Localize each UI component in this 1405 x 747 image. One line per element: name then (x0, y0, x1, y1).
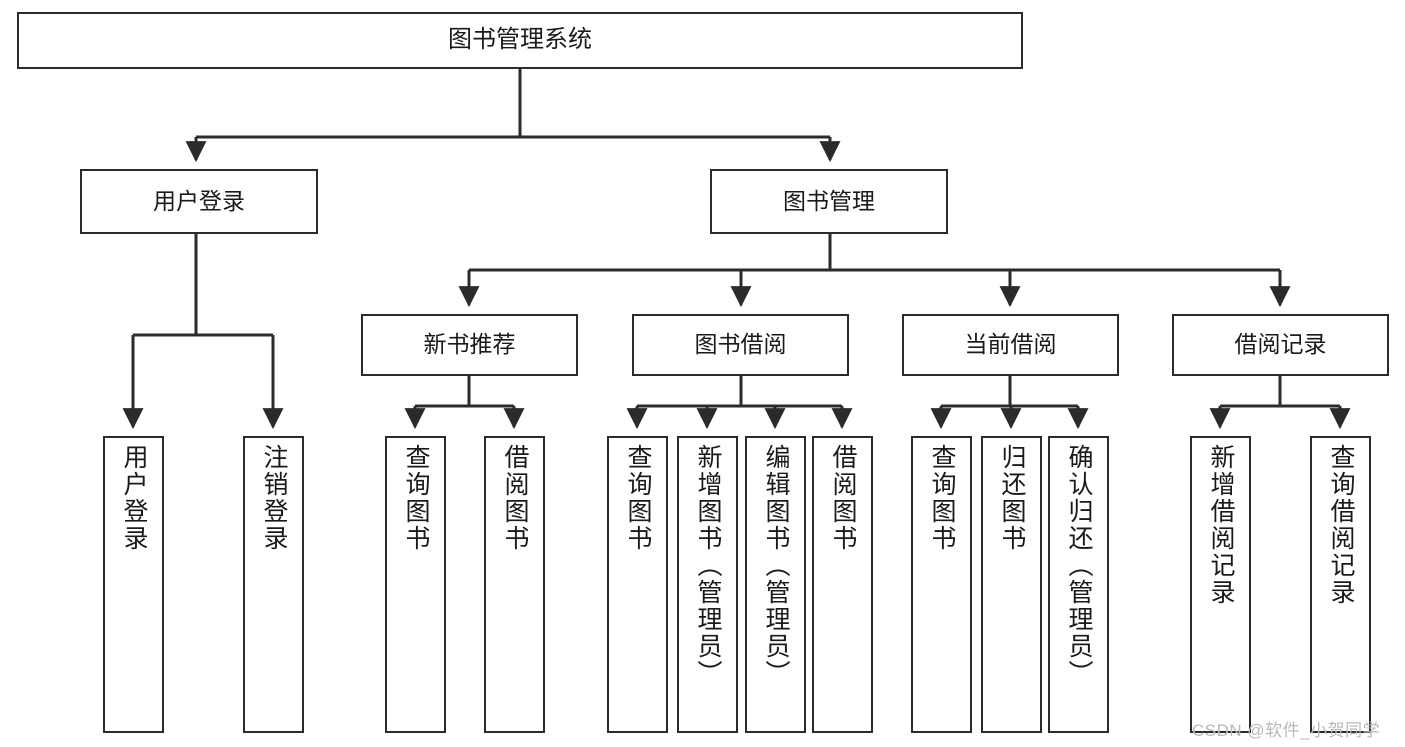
node-level3-borrow-records[interactable]: 借阅记录 (1172, 314, 1389, 376)
node-leaf-query-borrow-record-label: 查询借阅记录 (1327, 444, 1355, 606)
node-root[interactable]: 图书管理系统 (17, 12, 1023, 69)
node-level3-book-borrow[interactable]: 图书借阅 (632, 314, 849, 376)
node-level2-book-management[interactable]: 图书管理 (710, 169, 948, 234)
node-leaf-query-books-borrow[interactable]: 查询图书 (607, 436, 668, 733)
node-leaf-borrow-books-label: 借阅图书 (829, 444, 857, 552)
node-leaf-user-login-label: 用户登录 (120, 444, 148, 552)
node-leaf-borrow-books[interactable]: 借阅图书 (812, 436, 873, 733)
node-leaf-add-borrow-record[interactable]: 新增借阅记录 (1190, 436, 1251, 733)
node-leaf-add-book-admin-label: 新增图书（管理员） (694, 444, 722, 687)
node-leaf-edit-book-admin-label: 编辑图书（管理员） (762, 444, 790, 687)
node-leaf-borrow-books-new[interactable]: 借阅图书 (484, 436, 545, 733)
node-leaf-query-books-new-label: 查询图书 (402, 444, 430, 552)
node-leaf-add-borrow-record-label: 新增借阅记录 (1207, 444, 1235, 606)
node-leaf-borrow-books-new-label: 借阅图书 (501, 444, 529, 552)
node-leaf-query-books-borrow-label: 查询图书 (624, 444, 652, 552)
node-leaf-return-books[interactable]: 归还图书 (981, 436, 1042, 733)
node-level3-new-book-recommend-label: 新书推荐 (423, 331, 516, 358)
node-leaf-logout-label: 注销登录 (260, 444, 288, 552)
node-leaf-return-books-label: 归还图书 (998, 444, 1026, 552)
node-level2-user-login-label: 用户登录 (153, 187, 245, 214)
node-leaf-confirm-return-admin[interactable]: 确认归还（管理员） (1048, 436, 1109, 733)
node-leaf-edit-book-admin[interactable]: 编辑图书（管理员） (745, 436, 806, 733)
node-root-label: 图书管理系统 (448, 26, 592, 54)
node-leaf-query-books-current-label: 查询图书 (928, 444, 956, 552)
node-leaf-confirm-return-admin-label: 确认归还（管理员） (1065, 444, 1093, 687)
csdn-watermark: CSDN @软件_小贺同学 (1192, 721, 1381, 740)
node-leaf-query-books-new[interactable]: 查询图书 (385, 436, 446, 733)
node-level3-current-borrow-label: 当前借阅 (964, 331, 1057, 358)
node-level3-book-borrow-label: 图书借阅 (694, 331, 787, 358)
node-leaf-logout[interactable]: 注销登录 (243, 436, 304, 733)
node-level2-user-login[interactable]: 用户登录 (80, 169, 318, 234)
node-level2-book-management-label: 图书管理 (783, 187, 875, 214)
node-leaf-query-borrow-record[interactable]: 查询借阅记录 (1310, 436, 1371, 733)
node-leaf-add-book-admin[interactable]: 新增图书（管理员） (677, 436, 738, 733)
node-leaf-user-login[interactable]: 用户登录 (103, 436, 164, 733)
node-level3-borrow-records-label: 借阅记录 (1234, 331, 1327, 358)
node-level3-new-book-recommend[interactable]: 新书推荐 (361, 314, 578, 376)
node-level3-current-borrow[interactable]: 当前借阅 (902, 314, 1119, 376)
node-leaf-query-books-current[interactable]: 查询图书 (911, 436, 972, 733)
